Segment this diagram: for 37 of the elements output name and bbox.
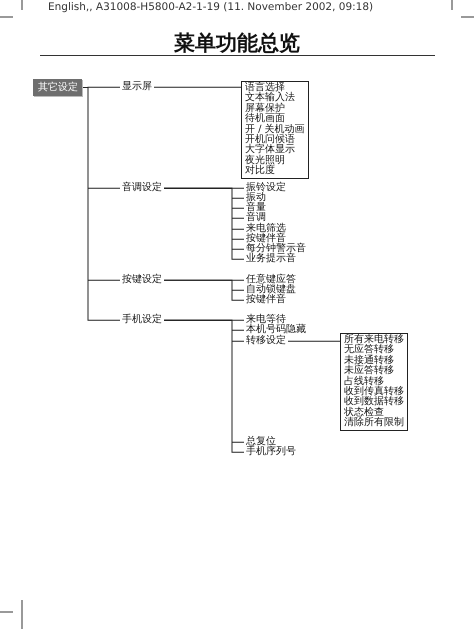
- menu-item: 文本输入法: [245, 93, 296, 104]
- menu-item: 未应答转移: [344, 366, 395, 376]
- menu-item: 屏幕保护: [245, 104, 286, 114]
- menu-item: 对比度: [245, 166, 276, 177]
- submenu-list-box: [241, 81, 309, 179]
- menu-item: 未接通转移: [344, 356, 395, 366]
- header-text: English,, A31008-H5800-A2-1-19 (11. November 2002, 09:18): [48, 1, 374, 13]
- connector-line: [164, 280, 244, 301]
- menu-item: 无应答转移: [344, 345, 395, 356]
- menu-item: 状态检查: [344, 408, 384, 418]
- menu-item: 收到数据转移: [344, 397, 404, 408]
- menu-item: 大字体显示: [245, 145, 296, 156]
- menu-label: 振铃设定: [246, 183, 286, 194]
- menu-label: 本机号码隐藏: [246, 325, 306, 336]
- menu-item: 夜光照明: [245, 156, 286, 166]
- menu-label: 显示屏: [122, 82, 152, 92]
- submenu-list-box: [340, 333, 408, 431]
- page-title: 菜单功能总览: [174, 31, 300, 55]
- connector-line: [82, 87, 120, 321]
- menu-label: 转移设定: [246, 336, 286, 346]
- menu-label: 手机设定: [122, 315, 162, 326]
- menu-root-box: 其它设定: [33, 79, 82, 96]
- menu-item: 占线转移: [344, 376, 384, 387]
- menu-label: 音调: [246, 213, 266, 224]
- menu-label: 音调设定: [122, 183, 162, 194]
- menu-item: 语言选择: [245, 83, 285, 93]
- menu-item: 收到传真转移: [344, 387, 404, 398]
- menu-item: 所有来电转移: [344, 335, 404, 345]
- menu-item: 待机画面: [245, 114, 285, 124]
- menu-item: 开 / 关机动画: [245, 124, 305, 135]
- menu-item: 清除所有限制: [344, 418, 404, 429]
- connector-line: [154, 86, 242, 88]
- menu-label: 手机序列号: [246, 447, 296, 458]
- menu-label: 按键伴音: [246, 295, 286, 306]
- connector-line: [288, 340, 340, 342]
- menu-label: 业务提示音: [246, 254, 296, 264]
- menu-label: 按键设定: [122, 275, 162, 286]
